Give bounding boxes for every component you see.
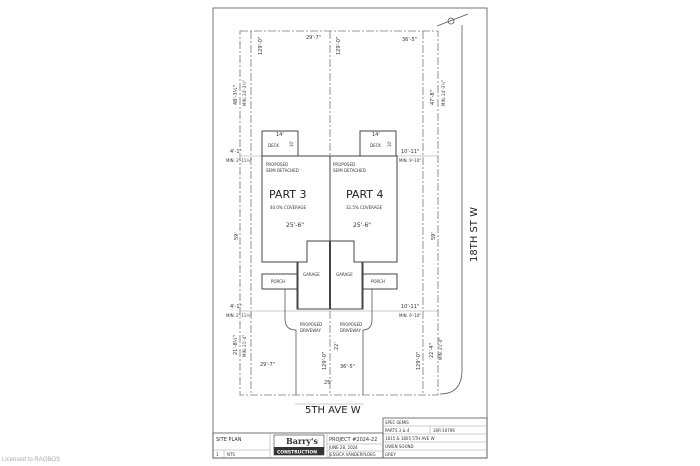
deck-part-4 [359, 130, 397, 157]
title-block: Barry's CONSTRUCTION [212, 417, 488, 459]
dimension: 4'-1" [230, 149, 242, 155]
deck-label: DECK [370, 143, 381, 148]
driveway-right-edge [362, 289, 373, 395]
part-4-label: PART 4 [346, 188, 384, 201]
county: GREY [385, 452, 396, 457]
deck-label: DECK [268, 143, 279, 148]
dimension: MIN. 2'-11½" [226, 313, 252, 318]
dimension: 129'-0" [336, 37, 342, 55]
driveway-label: PROPOSED [300, 322, 322, 327]
street-name-18th-st: 18TH ST W [469, 207, 480, 262]
dimension: MIN. 24'-3½" [242, 80, 247, 106]
logo-text: CONSTRUCTION [277, 450, 317, 456]
dimension: 10'-11" [401, 149, 419, 155]
driveway-label: DRIVEWAY [340, 328, 361, 333]
dimension: 36'-5" [402, 37, 417, 43]
logo-text: Barry's [286, 436, 318, 446]
drawing-title: SITE PLAN [216, 437, 242, 443]
plan-number: 16R-10796 [433, 428, 455, 433]
north-arrow-icon [436, 13, 469, 27]
coverage-label: 40.0% COVERAGE [270, 205, 306, 210]
porch-part-3 [261, 273, 298, 290]
dimension: 10'-11" [401, 304, 419, 310]
dimension: 129'-0" [416, 352, 422, 370]
garage-label: GARAGE [303, 272, 320, 277]
project-number: PROJECT #2024-22 [329, 437, 377, 443]
status-label: PROPOSED [333, 162, 355, 167]
drawn-by: JESSICA VANDERPLOEG [328, 452, 376, 457]
parts: PARTS 3 & 4 [385, 428, 410, 433]
status-label: SEMI DETACHED [333, 168, 366, 173]
porch-label: PORCH [371, 279, 385, 284]
license-watermark: Licensed to RAGBOS [2, 457, 61, 463]
deck-depth: 10' [387, 141, 392, 147]
part-3-label: PART 3 [269, 188, 307, 201]
porch-part-4 [362, 273, 398, 290]
dimension: 129'-0" [258, 37, 264, 55]
dimension: 29'-7" [260, 362, 275, 368]
date: JUNE 28, 2024 [328, 445, 358, 450]
deck-part-3 [261, 130, 299, 157]
dimension: 25' [324, 380, 332, 386]
dimension: 29'-7" [306, 35, 321, 41]
deck-width: 14' [276, 132, 284, 138]
dimension: 4'-1" [230, 304, 242, 310]
dimension: 22'-4" [429, 343, 435, 358]
garage-label: GARAGE [336, 272, 353, 277]
deck-depth: 10' [289, 141, 294, 147]
dimension: 36'-5" [340, 364, 355, 370]
scale: NTS [227, 452, 235, 457]
dimension: MIN. 2'-11½" [226, 158, 252, 163]
dimension: MIN. 24'-3½" [441, 80, 446, 106]
dimension: 48'-3½" [232, 85, 239, 105]
dimension: 59' [234, 232, 240, 240]
dimension: MIN. 21'-4" [242, 335, 247, 357]
coverage-label: 32.5% COVERAGE [346, 205, 382, 210]
status-label: PROPOSED [266, 162, 288, 167]
spec: SPEC SEMIS [385, 420, 409, 425]
road-edge [439, 25, 463, 395]
driveway-label: DRIVEWAY [300, 328, 321, 333]
status-label: SEMI DETACHED [266, 168, 299, 173]
deck-width: 14' [372, 132, 380, 138]
driveway-left-edge [284, 289, 297, 395]
street-name-5th-ave: 5TH AVE W [305, 405, 361, 416]
dimension: MIN. 9'-10" [399, 158, 421, 163]
width-dimension: 25'-6" [353, 222, 371, 229]
dimension: 129'-0" [322, 352, 328, 370]
sheet-number: 1 [216, 452, 219, 457]
dimension: MIN. 21'-4" [438, 338, 443, 360]
dimension: 59' [431, 232, 437, 240]
dimension: MIN. 9'-10" [399, 313, 421, 318]
address: 1815 & 1805 5TH AVE W [385, 436, 435, 441]
dimension: 21'-8½" [232, 335, 239, 355]
driveway-label: PROPOSED [340, 322, 362, 327]
lot-boundary [239, 30, 439, 396]
dimension: 22' [334, 342, 340, 350]
width-dimension: 25'-6" [286, 222, 304, 229]
city: OWEN SOUND [385, 444, 414, 449]
porch-label: PORCH [271, 279, 285, 284]
dimension: 47'-8" [430, 90, 436, 105]
